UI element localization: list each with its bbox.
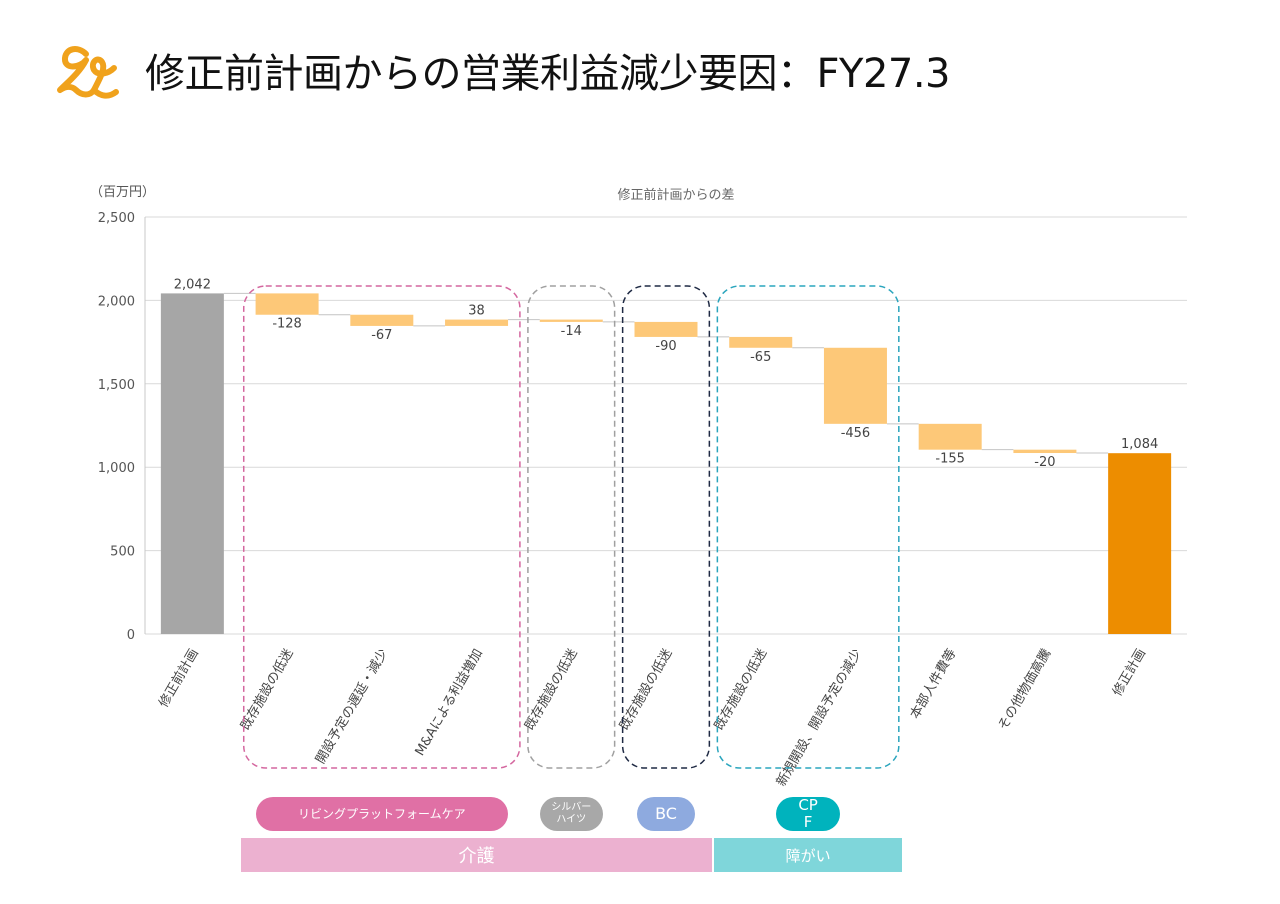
segment-pill-label: BC [655,804,677,823]
y-tick-label: 2,500 [98,211,135,226]
delta-bar [255,293,319,315]
category-label: 既存施設の低迷 [616,646,675,733]
category-label: 開設予定の遅延・減少 [312,646,391,767]
segment-pill: リビングプラットフォームケア [255,797,508,831]
segment-box [242,285,521,769]
segment-pill-label: リビングプラットフォームケア [297,807,466,821]
delta-bar [1013,449,1077,454]
group-band: 障がい [714,838,902,872]
category-label: その他物価高騰 [995,646,1054,733]
category-label: M&Aによる利益増加 [413,647,486,759]
y-tick-label: 2,000 [98,294,135,309]
value-label: 2,042 [174,277,211,292]
end-total-bar [1108,453,1172,634]
value-label: -20 [1034,455,1055,470]
group-band: 介護 [240,838,713,872]
delta-bar [918,423,982,450]
y-unit-label: （百万円） [90,185,155,200]
value-label: -67 [371,328,392,343]
chart-title: 修正前計画からの差 [617,187,734,203]
brand-logo-icon [57,46,119,99]
delta-bar [350,314,414,326]
category-label: 修正計画 [1109,646,1149,699]
y-tick-label: 0 [127,628,135,643]
segment-box [527,285,616,769]
category-label: 本部人件費等 [907,646,960,722]
start-total-bar [160,293,224,634]
value-label: 38 [468,304,485,319]
delta-bar [823,347,887,424]
y-tick-label: 1,500 [98,378,135,393]
value-label: -14 [561,324,582,339]
segment-pill-label: シルバーハイツ [551,802,592,825]
value-label: -65 [750,350,771,365]
segment-box [716,285,900,769]
value-label: -128 [272,317,302,332]
delta-bar [539,319,603,322]
value-label: -90 [655,339,676,354]
y-tick-label: 1,000 [98,461,135,476]
category-label: 修正前計画 [155,646,201,710]
page-title: 修正前計画からの営業利益減少要因：FY27.3 [145,51,951,97]
value-label: 1,084 [1121,437,1158,452]
value-label: -456 [841,426,871,441]
delta-bar [729,336,793,348]
y-tick-label: 500 [110,545,135,560]
category-label: 既存施設の低迷 [711,646,770,733]
segment-pill: シルバーハイツ [539,797,603,831]
category-label: 既存施設の低迷 [237,646,296,733]
delta-bar [634,321,698,337]
category-label: 既存施設の低迷 [521,646,580,733]
delta-bar [445,319,509,326]
segment-box [621,285,711,769]
value-label: -155 [935,452,965,467]
segment-pill: BC [637,797,695,831]
